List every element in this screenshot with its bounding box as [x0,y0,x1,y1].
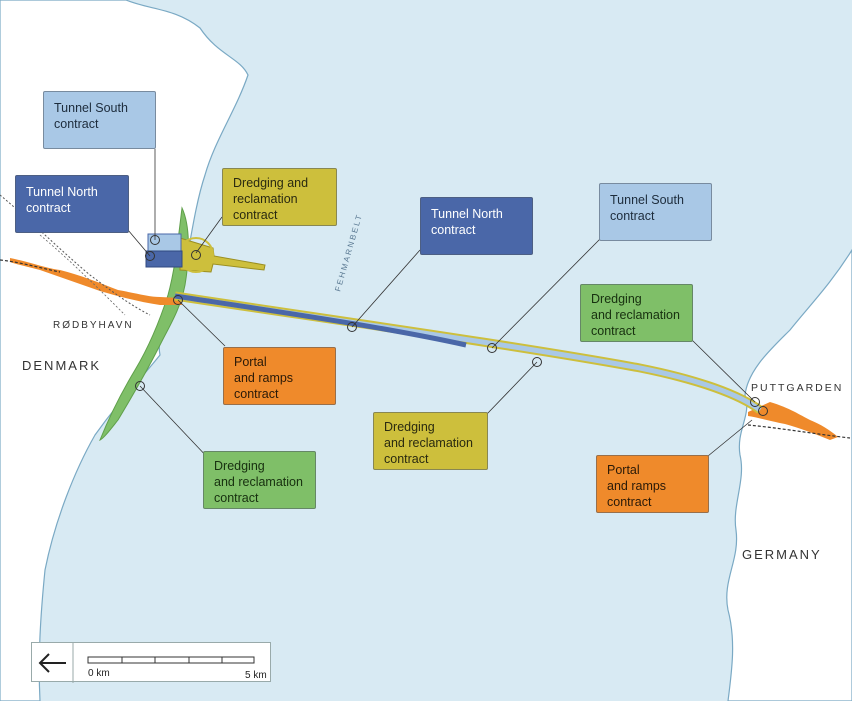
leader-lines [127,149,756,461]
marker-portal-dk [173,295,183,305]
tunnel-north-block [145,250,183,268]
tunnel-north-line [174,293,467,348]
portal-area-dk [10,258,182,305]
scale-bar: 0 km 5 km [31,642,271,683]
marker-tunnel-south-dk [150,235,160,245]
road-dk-2 [39,234,126,316]
scale-segments [87,656,255,664]
place-denmark: DENMARK [22,358,102,373]
marker-portal-de [758,406,768,416]
marker-dredging-yellow-sea [532,357,542,367]
railway-de [747,424,851,439]
place-rodbyhavn: RØDBYHAVN [53,320,134,331]
marker-tunnel-south-sea [487,343,497,353]
portal-area-de [748,402,838,440]
scale-end-label: 5 km [245,670,267,681]
scale-bar-graphic [38,643,255,683]
marker-dredging-yellow-dk [191,250,201,260]
scale-start-label: 0 km [88,668,110,679]
marker-tunnel-north-dk [145,251,155,261]
railway-dk [0,259,61,273]
place-puttgarden: PUTTGARDEN [751,382,844,394]
location-markers [135,235,768,416]
place-germany: GERMANY [742,547,822,562]
marker-dredging-green-de [750,397,760,407]
arrow-left-icon [38,653,66,673]
marker-dredging-green-dk [135,381,145,391]
germany-land [726,248,852,701]
marker-tunnel-north-sea [347,322,357,332]
